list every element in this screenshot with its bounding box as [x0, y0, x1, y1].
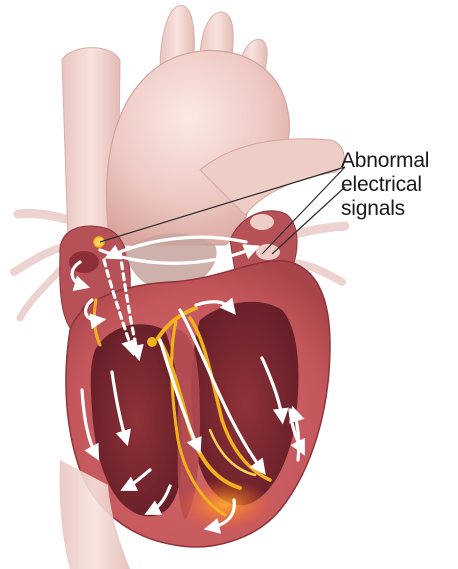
label-line: signals	[341, 197, 456, 221]
av-node-marker	[147, 337, 157, 347]
abnormal-signals-label: Abnormal electrical signals	[341, 149, 456, 221]
pulmonary-vein-opening	[256, 244, 280, 260]
pulmonary-vein-opening	[250, 214, 274, 230]
label-line: Abnormal	[341, 149, 456, 173]
sa-node-marker	[94, 237, 104, 247]
label-line: electrical	[341, 173, 456, 197]
